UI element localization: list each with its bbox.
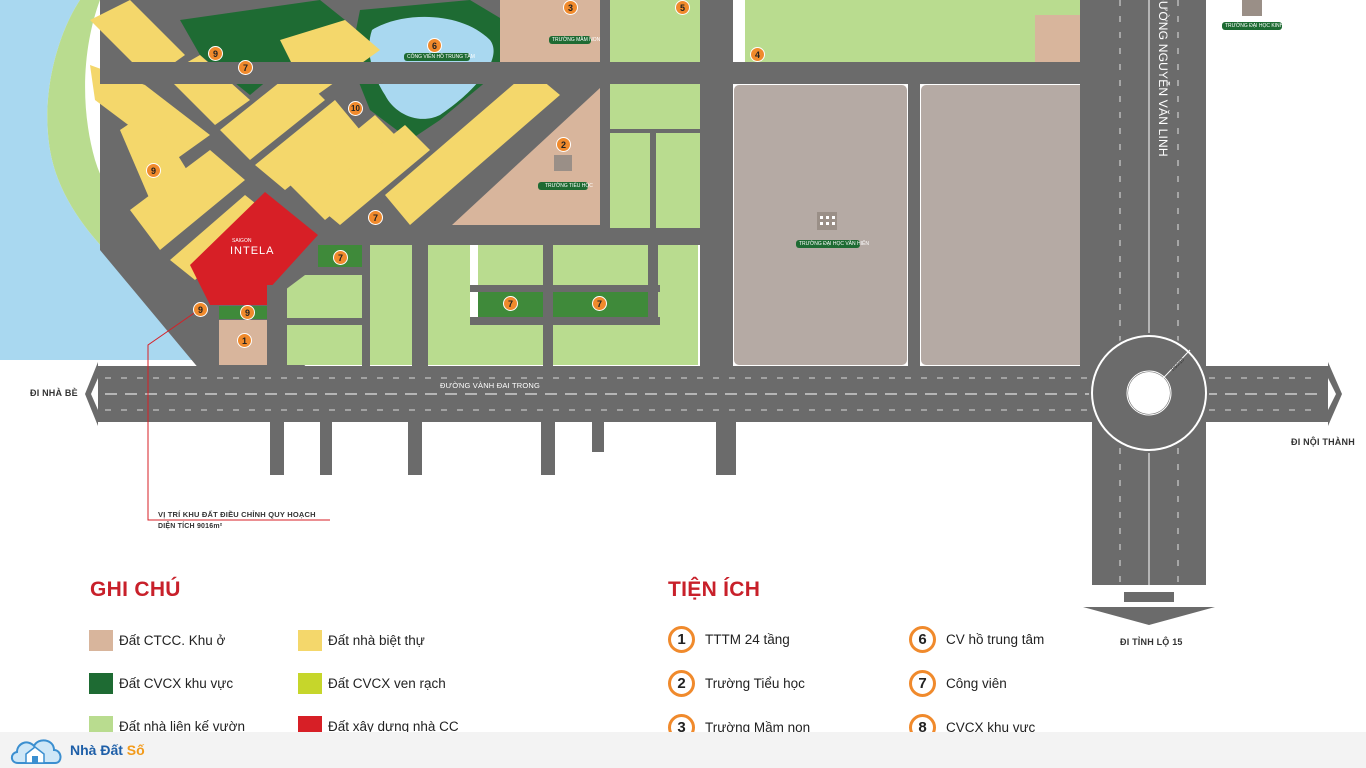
nguyen-van-linh-label: ĐƯỜNG NGUYỄN VĂN LINH [1156,0,1170,157]
legend-swatch [89,672,113,694]
marker-7d: 7 [503,296,518,311]
amenity-number: 1 [668,625,695,653]
legend-label: Đất nhà liên kế vườn [119,718,245,734]
north-green-4 [745,0,1080,66]
legend-label: Đất nhà biệt thự [328,632,425,648]
legend-swatch [298,629,322,651]
amenity-label: Trường Mầm non [705,719,811,735]
legend-title: GHI CHÚ [90,578,181,601]
legend-label: Đất xây dựng nhà CC [328,718,459,734]
amenity-label: CVCX khu vực [946,719,1036,735]
van-hien-university-label: TRƯỜNG ĐẠI HỌC VĂN HIẾN [799,241,869,247]
marker-9b: 9 [146,163,161,178]
amenity-item: 6 CV hồ trung tâm [909,625,1044,653]
footer-bar [0,732,1366,768]
marker-9d: 9 [240,305,255,320]
grid-roads [100,0,1205,370]
amenity-label: CV hồ trung tâm [946,631,1045,647]
townhouse-blocks-north [610,0,700,228]
cloud-house-icon [10,739,62,764]
amenity-number: 6 [909,625,936,653]
intela-site [190,192,318,305]
amenity-label: Trường Tiểu học [705,675,805,691]
intela-brand-top: SAIGON [232,238,252,244]
primary-school-label: TRƯỜNG TIỂU HỌC [545,183,593,189]
legend-item: Đất CVCX khu vực [89,671,233,695]
kindergarten-label: TRƯỜNG MẦM NON [552,37,601,43]
university-block-east [919,83,1089,367]
marker-10: 10 [348,101,363,116]
legend-swatch [89,629,113,651]
ring-road-label: ĐƯỜNG VÀNH ĐAI TRONG [440,381,541,390]
central-lake-park-label: CÔNG VIÊN HỒ TRUNG TÂM [407,54,475,60]
legend-item: Đất nhà biệt thự [298,628,425,652]
site-callout-line [147,308,330,521]
brand-name-part1: Nhà Đất [70,742,123,758]
arrow-south [1083,607,1215,625]
legend-item: Đất CVCX ven rạch [298,671,446,695]
legend-swatch [298,672,322,694]
economics-university-label: TRƯỜNG ĐẠI HỌC KINH TẾ [1225,23,1291,29]
direction-east-label: ĐI NỘI THÀNH [1291,437,1355,447]
marker-7c: 7 [333,250,348,265]
marker-9c: 9 [193,302,208,317]
amenity-number: 7 [909,669,936,697]
direction-west-label: ĐI NHÀ BÈ [30,388,78,398]
marker-6: 6 [427,38,442,53]
marker-2: 2 [556,137,571,152]
site-note-line1: VỊ TRÍ KHU ĐẤT ĐIỀU CHỈNH QUY HOẠCH [158,510,316,519]
marker-1: 1 [237,333,252,348]
brand-name-part2: Số [126,742,145,758]
amenity-item: 2 Trường Tiểu học [668,669,805,697]
marker-7a: 7 [238,60,253,75]
legend-label: Đất CVCX ven rạch [328,675,446,691]
legend-label: Đất CTCC. Khu ở [119,632,226,648]
brand-name: Nhà Đất Số [70,742,145,758]
intela-brand: INTELA [230,245,275,257]
south-stubs [270,420,736,475]
legend-item: Đất CTCC. Khu ở [89,628,225,652]
legend-swatch [89,715,113,737]
direction-south-label: ĐI TỈNH LỘ 15 [1120,637,1183,647]
townhouse-blocks-south [285,245,698,365]
river-water [0,0,200,360]
marker-9a: 9 [208,46,223,61]
marker-7e: 7 [592,296,607,311]
marker-5: 5 [675,0,690,15]
marker-4: 4 [750,47,765,62]
legend-item: Đất nhà liên kế vườn [89,714,245,738]
marker-7b: 7 [368,210,383,225]
legend-label: Đất CVCX khu vực [119,675,234,691]
amenity-item: 7 Công viên [909,669,1007,697]
amenity-item: 1 TTTM 24 tầng [668,625,790,653]
north-brown-corner [1035,15,1080,65]
brand-logo[interactable]: Nhà Đất Số [8,733,145,767]
primary-school-block [452,88,600,225]
amenity-label: Công viên [946,675,1007,691]
marker-3: 3 [563,0,578,15]
legend-item: Đất xây dựng nhà CC [298,714,459,738]
legend-swatch [298,715,322,737]
site-note-line2: DIỆN TÍCH 9016m² [158,523,223,530]
kindergarten-block [500,0,600,65]
amenity-number: 2 [668,669,695,697]
amenities-title: TIỆN ÍCH [668,578,761,601]
amenity-label: TTTM 24 tầng [705,631,790,647]
